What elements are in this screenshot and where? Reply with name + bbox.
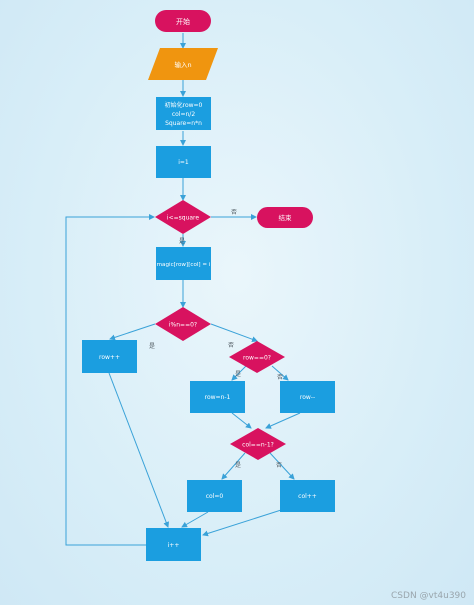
label-yes-magic: 是 [179, 238, 185, 245]
edge-mod-rowinc [109, 323, 156, 341]
node-cond-row-label: row==0? [243, 355, 271, 362]
edge-rowinc-iinc [108, 372, 170, 528]
node-cond-mod[interactable]: i%n==0? [155, 307, 211, 341]
node-row-inc-label: row++ [99, 354, 120, 361]
nodes: 开始 输入n 初始化row=0 col=n/2 Square=n*n i=1 i… [82, 10, 335, 561]
node-cond-mod-label: i%n==0? [169, 322, 197, 329]
label-yes-colzero: 是 [235, 462, 241, 469]
node-i-assign-label: i=1 [178, 159, 189, 166]
label-no-rowdec: 否 [277, 374, 283, 381]
edge-condrow-rowdec [271, 365, 289, 381]
node-start-label: 开始 [176, 17, 190, 26]
edge-mod-condrow [210, 323, 258, 343]
node-init-line-3: Square=n*n [165, 120, 202, 127]
node-col-inc[interactable]: col++ [280, 480, 335, 512]
node-end[interactable]: 结束 [257, 207, 313, 228]
edges [65, 33, 304, 546]
node-cond-square[interactable]: i<=square [155, 200, 211, 234]
edge-colzero-iinc [181, 511, 209, 528]
node-cond-col[interactable]: col==n-1? [230, 428, 286, 460]
edge-condcol-colzero [221, 452, 246, 480]
node-init-line-2: col=n/2 [172, 111, 195, 118]
node-i-assign[interactable]: i=1 [156, 146, 211, 178]
edge-labels: 否 是 是 否 是 否 是 否 [149, 209, 283, 469]
node-cond-row[interactable]: row==0? [229, 341, 285, 373]
label-no-condrow: 否 [228, 342, 234, 349]
label-no-end: 否 [231, 209, 237, 216]
node-i-inc-label: i++ [168, 542, 180, 549]
node-init[interactable]: 初始化row=0 col=n/2 Square=n*n [156, 97, 211, 130]
edge-rowdec-condcol [265, 412, 301, 429]
node-end-label: 结束 [279, 213, 293, 222]
node-row-inc[interactable]: row++ [82, 340, 137, 373]
node-row-set-label: row=n-1 [205, 394, 231, 401]
node-col-inc-label: col++ [298, 493, 317, 500]
node-input-label: 输入n [174, 60, 191, 69]
label-yes-rowset: 是 [235, 371, 241, 378]
node-i-inc[interactable]: i++ [146, 528, 201, 561]
edge-condcol-colinc [269, 452, 295, 480]
node-col-zero-label: col=0 [206, 493, 224, 500]
node-cond-square-label: i<=square [167, 215, 199, 222]
node-input[interactable]: 输入n [148, 48, 218, 80]
edge-rowset-condcol [231, 412, 252, 429]
edge-loop-back [65, 214, 155, 546]
node-row-dec[interactable]: row-- [280, 381, 335, 413]
label-yes-rowinc: 是 [149, 343, 155, 350]
label-no-colinc: 否 [276, 462, 282, 469]
node-row-set[interactable]: row=n-1 [190, 381, 245, 413]
node-magic-label: magic[row][col] = i [157, 262, 211, 268]
node-row-dec-label: row-- [300, 394, 315, 401]
watermark: CSDN @vt4u390 [391, 591, 466, 601]
node-init-line-1: 初始化row=0 [165, 101, 203, 109]
edge-condrow-rowset [231, 365, 247, 381]
node-cond-col-label: col==n-1? [242, 442, 274, 449]
node-start[interactable]: 开始 [155, 10, 211, 32]
node-col-zero[interactable]: col=0 [187, 480, 242, 512]
node-magic[interactable]: magic[row][col] = i [156, 247, 211, 280]
